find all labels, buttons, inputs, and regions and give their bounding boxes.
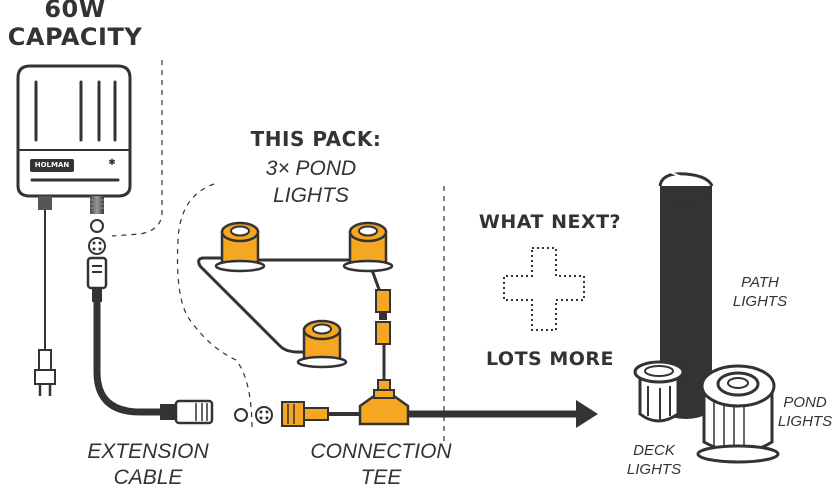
deck-lights-label: LIGHTS — [626, 461, 682, 478]
extension-cable — [86, 256, 273, 425]
pond-light-wiring — [197, 256, 386, 382]
connection-tee — [281, 389, 410, 427]
transformer: ✱ — [16, 64, 132, 214]
what-next-title: WHAT NEXT? — [478, 211, 622, 233]
connection-tee-label: CONNECTION — [310, 440, 452, 463]
capacity-label: 60W — [44, 0, 106, 23]
capacity-label: CAPACITY — [7, 23, 143, 51]
extension-cable-label: EXTENSION — [87, 440, 209, 463]
dashed-dividers — [111, 60, 445, 444]
this-pack-title: THIS PACK: — [250, 127, 382, 151]
this-pack-line: 3× POND — [265, 157, 357, 180]
path-lights-label: PATH — [741, 274, 779, 291]
lots-more-label: LOTS MORE — [485, 348, 614, 370]
output-cable-arrow — [408, 400, 598, 428]
extension-cable-label: CABLE — [113, 466, 183, 489]
path-lights-label: LIGHTS — [732, 293, 788, 310]
svg-text:✱: ✱ — [108, 158, 116, 168]
pond-lights-label: POND — [783, 394, 827, 411]
deck-light — [633, 360, 685, 423]
mains-plug — [34, 210, 56, 396]
this-pack-line: LIGHTS — [273, 184, 349, 207]
pond-light-unit — [296, 319, 348, 369]
brand-label: HOLMAN — [30, 159, 74, 172]
path-light — [658, 171, 714, 419]
pond-light-unit — [342, 221, 394, 273]
connection-tee-label: TEE — [360, 466, 402, 489]
pond-light-large — [696, 364, 780, 464]
socket-icon — [88, 219, 106, 255]
deck-lights-label: DECK — [633, 442, 675, 459]
pond-light-unit — [214, 221, 266, 273]
plus-icon — [503, 247, 585, 331]
pond-lights-label: LIGHTS — [777, 413, 833, 430]
inline-connectors — [375, 289, 391, 395]
